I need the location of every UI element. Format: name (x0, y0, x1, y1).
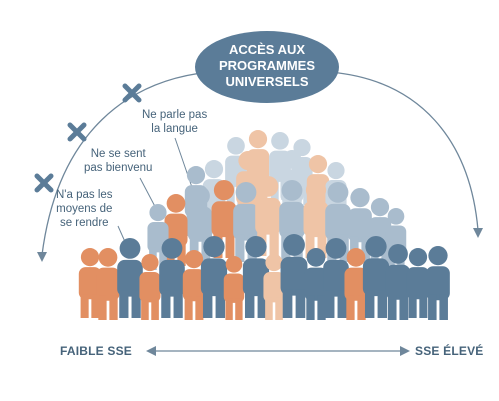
hurdle-line: pas bienvenu (84, 162, 153, 174)
arrow-left-icon (146, 346, 156, 356)
person-silhouette-icon (182, 250, 206, 320)
person-silhouette-icon (362, 236, 390, 318)
person-silhouette-icon (323, 238, 349, 318)
hurdle-line: moyens de (56, 203, 113, 215)
x-icon (34, 173, 54, 193)
title-line: PROGRAMMES (218, 58, 316, 73)
hurdle-unwelcome: Ne se sent pas bienvenu (84, 147, 152, 175)
hurdle-line: Ne se sent (90, 148, 146, 160)
hurdle-line: se rendre (59, 217, 109, 229)
low-ses-label: FAIBLE SSE (60, 344, 133, 358)
person-silhouette-icon (304, 247, 328, 320)
x-icon (67, 122, 87, 142)
hurdle-transport: N'a pas les moyens de se rendre (56, 188, 113, 230)
title-ellipse (195, 31, 339, 103)
person-silhouette-icon (139, 253, 161, 320)
person-silhouette-icon (200, 236, 228, 318)
title-label: ACCÈS AUX PROGRAMMES UNIVERSELS (199, 42, 335, 90)
person-silhouette-icon (96, 247, 120, 320)
person-silhouette-icon (223, 256, 245, 320)
person-silhouette-icon (159, 238, 185, 318)
person-silhouette-icon (263, 253, 285, 320)
hurdle-line: Ne parle pas (142, 109, 208, 121)
person-silhouette-icon (117, 238, 143, 318)
person-silhouette-icon (211, 180, 237, 258)
person-silhouette-icon (344, 247, 368, 320)
person-silhouette-icon (385, 244, 411, 320)
right-arc (329, 71, 479, 231)
hurdle-language: Ne parle pas la langue (142, 108, 207, 136)
right-arc-arrowhead (473, 228, 483, 238)
person-silhouette-icon (406, 248, 430, 318)
person-silhouette-icon (303, 180, 329, 258)
title-line: ACCÈS AUX (228, 42, 306, 57)
left-arc-arrowhead (37, 252, 47, 262)
arrow-right-icon (400, 346, 410, 356)
crowd (78, 130, 450, 320)
left-arc (41, 71, 211, 256)
person-silhouette-icon (426, 246, 450, 320)
title-line: UNIVERSELS (225, 74, 309, 89)
hurdle-line: la langue (151, 123, 198, 135)
person-silhouette-icon (78, 248, 102, 318)
x-icon (122, 83, 142, 103)
person-silhouette-icon (242, 236, 270, 318)
hurdle-line: N'a pas les (56, 189, 113, 201)
person-silhouette-icon (280, 234, 308, 318)
high-ses-label: SSE ÉLEVÉ (415, 344, 484, 358)
